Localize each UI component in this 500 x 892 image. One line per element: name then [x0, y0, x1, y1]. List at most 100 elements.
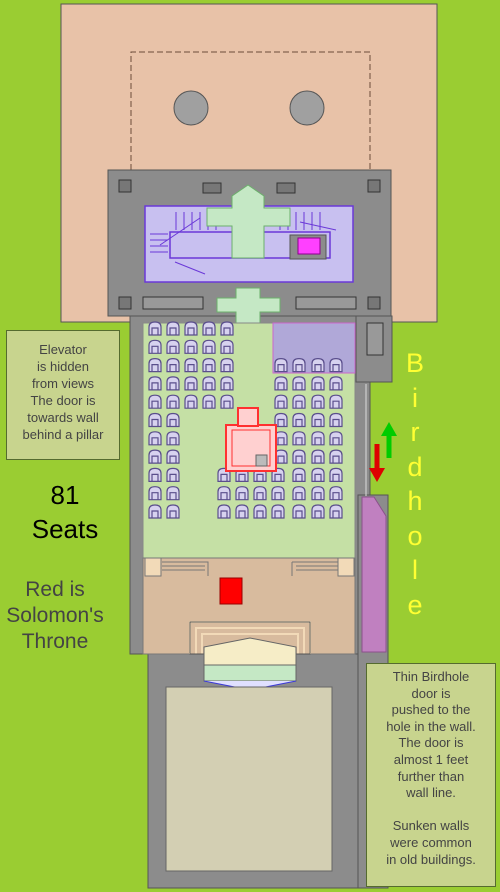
seat — [166, 376, 180, 391]
birdhole-letter: e — [407, 589, 423, 620]
note-line: The door is — [398, 735, 464, 751]
seat — [292, 357, 306, 373]
wall-slab — [142, 296, 204, 310]
seat — [253, 504, 267, 519]
seat — [271, 486, 285, 501]
note-line: Elevator — [39, 342, 87, 357]
seat — [329, 504, 343, 519]
legend-line: Red is — [25, 578, 85, 601]
pillar-square — [118, 179, 132, 193]
note-line — [367, 802, 495, 819]
south-room — [165, 686, 333, 872]
seat — [184, 339, 198, 354]
seat — [148, 431, 162, 446]
seat — [202, 339, 216, 354]
solomons-throne — [219, 577, 243, 605]
arrow-down-icon — [369, 444, 385, 482]
pillar-square — [276, 182, 296, 194]
note-line: further than — [397, 768, 465, 784]
pillar-left — [173, 90, 209, 126]
seat — [166, 339, 180, 354]
seat — [148, 412, 162, 428]
seat — [292, 376, 306, 391]
seat — [274, 412, 288, 428]
pillar-right — [289, 90, 325, 126]
seat — [274, 357, 288, 373]
stage-step-left — [144, 557, 162, 577]
note-line: towards wall — [27, 410, 99, 425]
pillar-square — [202, 182, 222, 194]
legend-line: Throne — [21, 630, 89, 653]
seat — [329, 449, 343, 464]
seat — [184, 321, 198, 336]
seat — [166, 504, 180, 519]
wall-slab — [295, 296, 357, 310]
seat — [166, 449, 180, 464]
seat — [217, 504, 231, 519]
pillar-square — [367, 296, 381, 310]
seat — [311, 431, 325, 446]
stage-steps — [162, 561, 338, 576]
seat — [184, 357, 198, 373]
note-line: in old buildings. — [386, 851, 476, 867]
seat — [148, 449, 162, 464]
birdhole-door — [361, 496, 387, 653]
courtyard-dashed-boundary — [130, 51, 371, 170]
seat — [220, 339, 234, 354]
seat — [274, 376, 288, 391]
stage-step-right — [337, 557, 355, 577]
altar-inner — [231, 429, 271, 467]
seat — [329, 431, 343, 446]
seat — [292, 412, 306, 428]
birdhole-letter: h — [407, 486, 423, 516]
birdhole-door-note: Thin Birdhole door is pushed to the hole… — [366, 663, 496, 887]
seat — [292, 431, 306, 446]
seat — [311, 449, 325, 464]
seat — [202, 357, 216, 373]
note-line: almost 1 feet — [393, 751, 469, 767]
seat — [148, 339, 162, 354]
pillar-square — [367, 179, 381, 193]
entrance-cross-top — [206, 184, 291, 259]
altar-steps — [237, 407, 259, 427]
seat — [166, 321, 180, 336]
south-entrance-roof — [203, 637, 297, 666]
seat — [311, 467, 325, 482]
seat-count-number: 81 — [50, 480, 80, 510]
seat — [329, 467, 343, 482]
seat — [220, 394, 234, 409]
note-line: is hidden — [36, 359, 90, 374]
seat — [148, 376, 162, 391]
note-line: Sunken walls — [392, 818, 470, 834]
note-line: from views — [31, 376, 95, 391]
birdhole-letter: o — [407, 520, 423, 551]
altar-box — [255, 454, 268, 467]
seat — [311, 394, 325, 409]
seat — [220, 376, 234, 391]
seat — [292, 486, 306, 501]
birdhole-letter: d — [407, 451, 423, 482]
legend-line: Solomon's — [6, 604, 104, 627]
seat — [253, 486, 267, 501]
note-line: pushed to the — [391, 702, 471, 718]
seat — [217, 486, 231, 501]
seat — [166, 394, 180, 409]
seat — [166, 357, 180, 373]
elevator-note: Elevator is hidden from views The door i… — [6, 330, 120, 460]
seat — [166, 486, 180, 501]
seat — [329, 486, 343, 501]
note-line: door is — [411, 685, 451, 701]
seat — [329, 412, 343, 428]
note-line: The door is — [30, 393, 96, 408]
seat — [292, 504, 306, 519]
seat — [148, 486, 162, 501]
south-entrance-floor — [203, 664, 297, 682]
seat — [274, 449, 288, 464]
note-line: were common — [390, 834, 472, 850]
seat — [220, 357, 234, 373]
seat — [220, 321, 234, 336]
birdhole-letter: l — [412, 555, 418, 585]
seat — [148, 504, 162, 519]
seat — [311, 412, 325, 428]
